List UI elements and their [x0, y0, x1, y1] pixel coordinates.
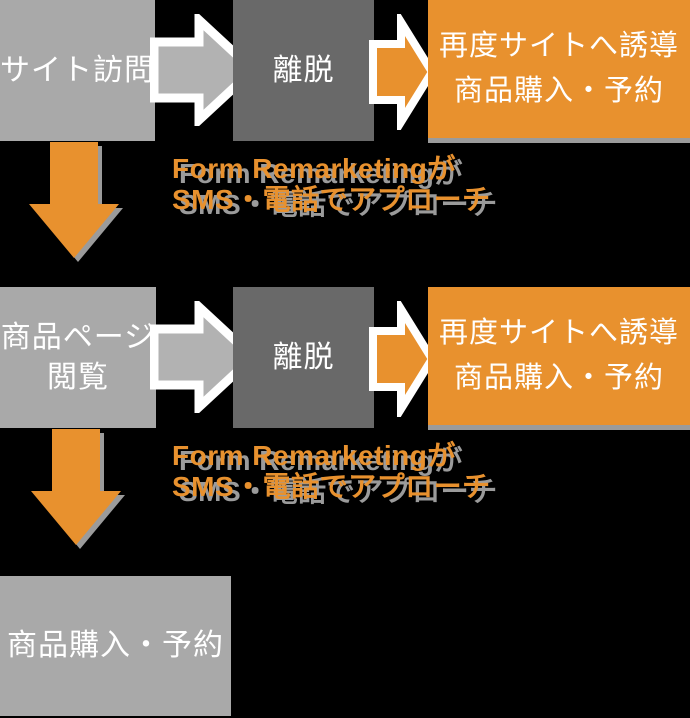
box-redirect-1-line2: 商品購入・予約: [453, 75, 664, 107]
remarketing-annotation-1-line1: Form Remarketingが: [172, 153, 456, 184]
right-arrow-orange-icon: [369, 14, 437, 130]
down-arrow-icon: [31, 429, 121, 545]
box-exit-2-label: 離脱: [272, 340, 335, 374]
box-redirect-2-line1: 再度サイトへ誘導: [438, 317, 679, 349]
box-exit-1: 離脱: [233, 0, 374, 141]
remarketing-annotation-1-line2: SMS・電話でアプローチ: [172, 184, 491, 215]
remarketing-annotation-2: Form Remarketingが SMS・電話でアプローチ: [172, 440, 491, 502]
right-arrow-orange-icon: [369, 301, 437, 417]
box-exit-2: 離脱: [233, 287, 374, 428]
box-product-page-line1: 商品ページ: [0, 320, 156, 354]
box-exit-1-label: 離脱: [272, 53, 335, 87]
box-site-visit-label: サイト訪問: [0, 53, 155, 87]
remarketing-annotation-2-line2: SMS・電話でアプローチ: [172, 471, 491, 502]
right-arrow-icon: [150, 14, 258, 126]
box-redirect-2: 再度サイトへ誘導 商品購入・予約: [428, 287, 690, 425]
remarketing-annotation-2-line1: Form Remarketingが: [172, 440, 456, 471]
box-purchase-label: 商品購入・予約: [7, 629, 224, 662]
box-purchase: 商品購入・予約: [0, 576, 231, 716]
box-product-page-line2: 閲覧: [47, 360, 109, 394]
down-arrow-icon: [29, 142, 119, 258]
box-product-page: 商品ページ 閲覧: [0, 287, 156, 428]
box-redirect-2-line2: 商品購入・予約: [453, 362, 664, 394]
box-redirect-1-line1: 再度サイトへ誘導: [438, 30, 679, 62]
box-site-visit: サイト訪問: [0, 0, 155, 141]
box-redirect-1: 再度サイトへ誘導 商品購入・予約: [428, 0, 690, 138]
right-arrow-icon: [150, 301, 258, 413]
remarketing-annotation-1: Form Remarketingが SMS・電話でアプローチ: [172, 153, 491, 215]
